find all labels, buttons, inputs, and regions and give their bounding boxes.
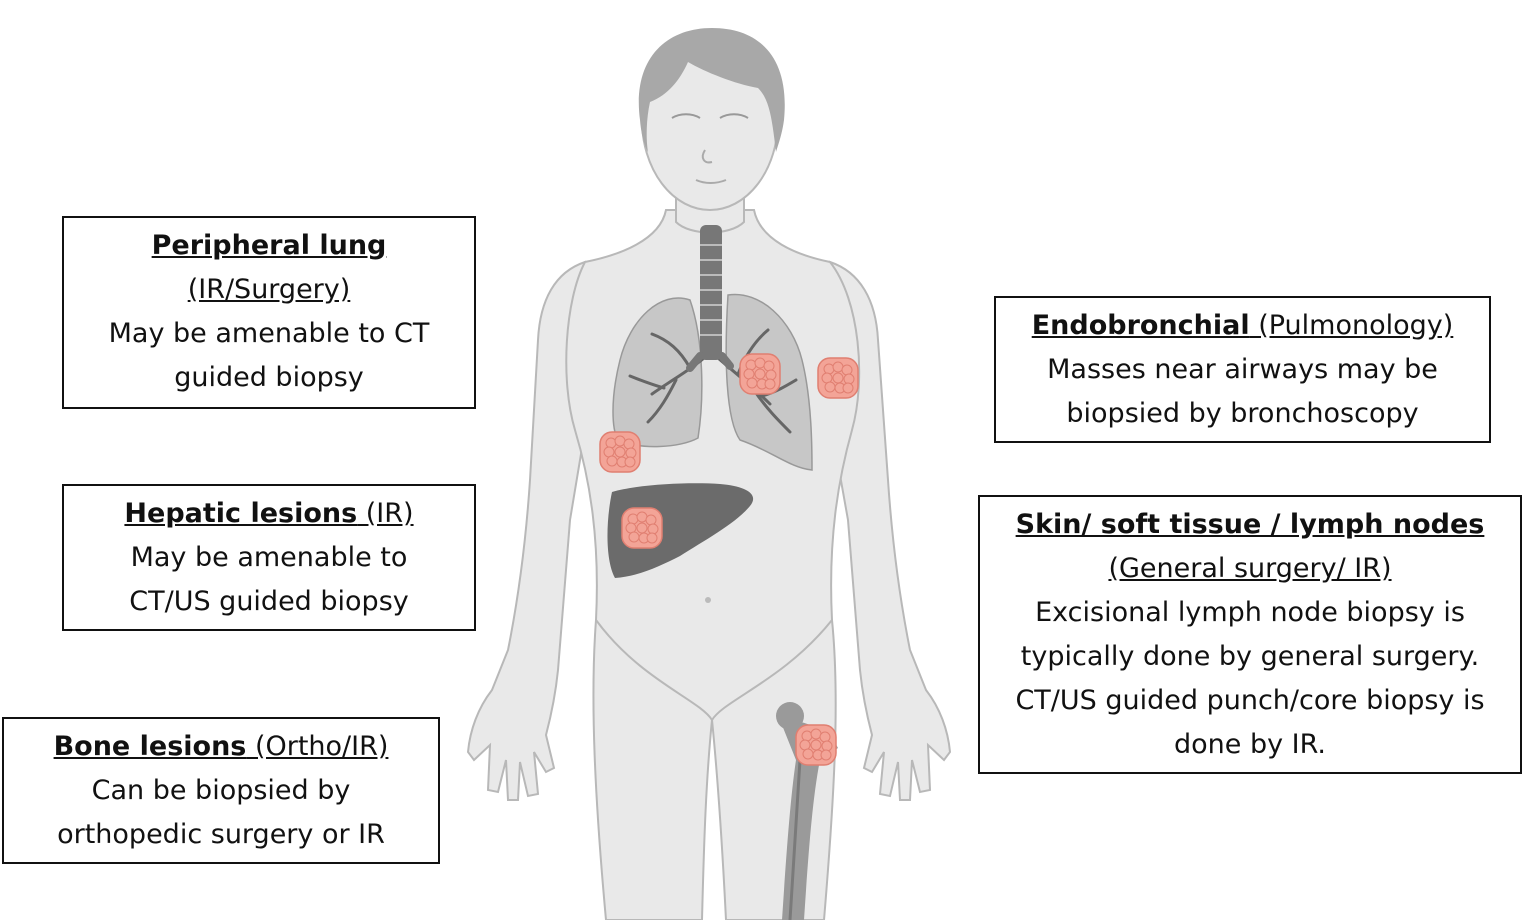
skin-soft-tissue-subtitle: (General surgery/ IR) [1108,553,1392,584]
skin-soft-tissue-box: Skin/ soft tissue / lymph nodes (General… [978,495,1522,774]
mouth [695,179,727,184]
endobronchial-title: Endobronchial (Pulmonology) [1031,310,1454,341]
left-eye [671,113,701,119]
bone-lesions-line2: orthopedic surgery or IR [57,819,385,850]
right-eye [719,113,749,119]
peripheral-lung-line2: guided biopsy [174,362,364,393]
skin-soft-tissue-line3: CT/US guided punch/core biopsy is [1015,685,1485,716]
femur-bone-icon [776,702,838,920]
navel [705,597,711,603]
hepatic-lesions-line1: May be amenable to [130,542,408,573]
skin-soft-tissue-title: Skin/ soft tissue / lymph nodes [1015,509,1485,540]
right-arm [828,260,952,801]
liver-icon [607,483,754,578]
trachea [686,225,734,372]
skin-soft-tissue-line2: typically done by general surgery. [1020,641,1480,672]
peripheral-lung-line1: May be amenable to CT [108,318,430,349]
lesion-axillary [817,357,859,399]
hair [638,28,785,152]
hepatic-lesions-box: Hepatic lesions (IR) May be amenable to … [62,484,476,631]
endobronchial-line2: biopsied by bronchoscopy [1066,398,1419,429]
left-arm [466,260,586,801]
bone-lesions-box: Bone lesions (Ortho/IR) Can be biopsied … [2,717,440,864]
lesion-bone [795,724,837,766]
lesion-endobronchial [739,353,781,395]
lesion-peripheral-lung [599,431,641,473]
peripheral-lung-box: Peripheral lung (IR/Surgery) May be amen… [62,216,476,409]
endobronchial-line1: Masses near airways may be [1047,354,1438,385]
endobronchial-box: Endobronchial (Pulmonology) Masses near … [994,296,1491,443]
bone-lesions-title: Bone lesions (Ortho/IR) [53,731,389,762]
skin-soft-tissue-line1: Excisional lymph node biopsy is [1035,597,1465,628]
peripheral-lung-subtitle: (IR/Surgery) [187,274,351,305]
skin-soft-tissue-line4: done by IR. [1173,729,1326,760]
peripheral-lung-title: Peripheral lung [151,230,387,261]
human-body-icon [466,28,952,920]
hepatic-lesions-title: Hepatic lesions (IR) [124,498,414,529]
lesion-liver [621,507,663,549]
bone-lesions-line1: Can be biopsied by [91,775,351,806]
hepatic-lesions-line2: CT/US guided biopsy [129,586,409,617]
nose [701,149,713,164]
lesions-group [599,353,859,766]
